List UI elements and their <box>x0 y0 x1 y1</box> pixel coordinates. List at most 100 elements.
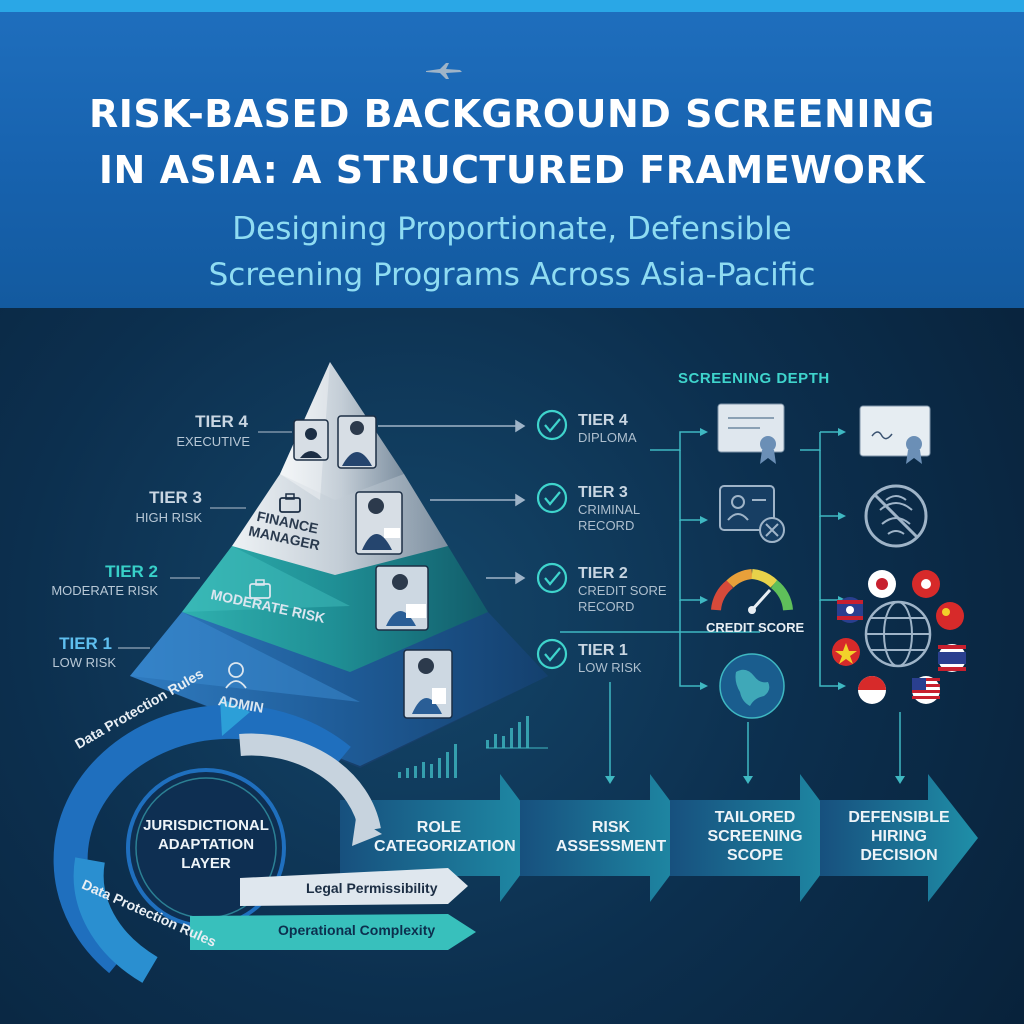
certificate-icon <box>717 403 785 464</box>
flow-arrow-2 <box>520 774 698 902</box>
flow-step-3: TAILORED SCREENING SCOPE <box>690 808 820 865</box>
tier-label-4: TIER 4 <box>190 412 248 432</box>
check-tier-2-sub-2: RECORD <box>578 599 635 614</box>
flow-step-3-line-1: TAILORED <box>714 809 796 826</box>
tier3-arrowhead <box>515 493 526 507</box>
flow-step-1-line-1: ROLE <box>416 819 462 836</box>
cycle-center-line-2: ADAPTATION <box>157 836 255 853</box>
flag-icon <box>936 602 964 630</box>
tier-arrows <box>378 419 526 585</box>
adaptation-cycle <box>53 698 476 983</box>
id-card-icon <box>719 485 785 543</box>
flag-icon <box>938 644 966 672</box>
swoosh-arrowhead <box>352 818 382 846</box>
tier-1-name: TIER 1 <box>59 634 112 653</box>
check-tier-3-name: TIER 3 <box>578 484 628 501</box>
tier-3-name: TIER 3 <box>149 488 202 507</box>
check-tier-1-sub: LOW RISK <box>578 660 642 675</box>
flag-icon <box>858 676 886 704</box>
check-tier-1: TIER 1 LOW RISK <box>578 642 642 676</box>
tier-4-sub: EXECUTIVE <box>176 434 250 449</box>
flow-arrow-3 <box>670 774 848 902</box>
top-accent-bar <box>0 0 1024 12</box>
legal-arrow <box>240 868 468 906</box>
tier-2-name: TIER 2 <box>105 562 158 581</box>
gauge-icon <box>711 569 793 614</box>
page-title: RISK-BASED BACKGROUND SCREENING IN ASIA:… <box>0 86 1024 198</box>
tier4-arrowhead <box>515 419 526 433</box>
tier-1-sub: LOW RISK <box>52 655 116 670</box>
operational-complexity-label: Operational Complexity <box>278 922 436 938</box>
flag-icon <box>837 597 863 623</box>
check-tier-2-sub-1: CREDIT SORE <box>578 583 667 598</box>
check-tier-3: TIER 3 CRIMINAL RECORD <box>578 484 640 534</box>
check-tier-1-name: TIER 1 <box>578 642 628 659</box>
flow-step-2-line-2: ASSESSMENT <box>555 838 667 855</box>
legal-permissibility-label: Legal Permissibility <box>306 880 438 896</box>
check-tier-4-name: TIER 4 <box>578 412 628 429</box>
credit-score-label: CREDIT SCORE <box>706 620 805 635</box>
flow-arrow-1 <box>340 774 548 902</box>
plane-icon <box>426 63 462 79</box>
subtitle-line-2: Screening Programs Across Asia-Pacific <box>208 257 816 293</box>
outer-ring-bottom <box>73 857 158 983</box>
check-circle-icon <box>536 638 568 670</box>
person-icon <box>225 662 247 689</box>
flag-icon <box>912 676 940 704</box>
check-tier-4: TIER 4 DIPLOMA <box>578 412 637 446</box>
check-tier-2-name: TIER 2 <box>578 565 628 582</box>
briefcase-icon <box>249 579 271 599</box>
check-tier-2: TIER 2 CREDIT SORE RECORD <box>578 565 667 615</box>
flow-step-4: DEFENSIBLE HIRING DECISION <box>834 808 964 865</box>
check-tier-3-sub-2: RECORD <box>578 518 635 533</box>
inner-swoosh <box>239 733 381 833</box>
globe-icon <box>719 653 785 719</box>
flow-step-4-line-2: HIRING <box>871 828 927 845</box>
page-subtitle: Designing Proportionate, Defensible Scre… <box>0 206 1024 298</box>
flow-arrows <box>340 774 978 902</box>
check-tier-3-sub-1: CRIMINAL <box>578 502 641 517</box>
check-circle-icon <box>536 562 568 594</box>
title-line-1: RISK-BASED BACKGROUND SCREENING <box>89 92 935 136</box>
flow-step-3-line-3: SCOPE <box>726 847 783 864</box>
operational-arrow <box>190 914 476 950</box>
globe-icon <box>864 600 932 668</box>
person-icon <box>337 415 377 469</box>
check-circle-icon <box>536 482 568 514</box>
flag-icon <box>912 570 940 598</box>
tier-3-sub: HIGH RISK <box>135 510 202 525</box>
header-banner <box>0 0 1024 308</box>
cycle-center-line-3: LAYER <box>181 855 231 872</box>
pyramid-layer-2-facet <box>182 546 350 612</box>
flow-step-4-line-3: DECISION <box>860 847 938 864</box>
tier2-arrowhead <box>515 571 526 585</box>
ring-arrowhead-top <box>220 698 250 736</box>
check-tier-4-sub: DIPLOMA <box>578 430 637 445</box>
tier-2-sub: MODERATE RISK <box>51 583 158 598</box>
depth-connectors <box>560 431 901 776</box>
pyramid-layer-1-facet <box>130 612 360 702</box>
flow-step-2-line-1: RISK <box>591 819 631 836</box>
person-icon <box>375 565 429 631</box>
person-icon <box>293 419 329 461</box>
check-circle-icon <box>536 409 568 441</box>
flow-step-1: ROLE CATEGORIZATION <box>374 818 516 856</box>
subtitle-line-1: Designing Proportionate, Defensible <box>232 211 792 247</box>
depth-arrowheads <box>605 428 905 784</box>
person-icon <box>403 649 453 719</box>
flow-step-4-line-1: DEFENSIBLE <box>848 809 950 826</box>
cycle-center-label: JURISDICTIONAL ADAPTATION LAYER <box>136 816 276 873</box>
title-line-2: IN ASIA: A STRUCTURED FRAMEWORK <box>98 148 926 192</box>
flow-step-2: RISK ASSESSMENT <box>546 818 676 856</box>
briefcase-icon <box>279 493 301 513</box>
screening-depth-title: SCREENING DEPTH <box>678 370 830 387</box>
flag-icon <box>832 638 860 666</box>
flow-arrow-4 <box>820 774 978 902</box>
decorative-bars <box>398 716 529 778</box>
tier-connectors <box>118 431 292 649</box>
no-fingerprint-icon <box>864 484 928 548</box>
flag-icon <box>868 570 896 598</box>
certificate-icon <box>859 405 931 464</box>
cycle-center-line-1: JURISDICTIONAL <box>143 817 269 834</box>
